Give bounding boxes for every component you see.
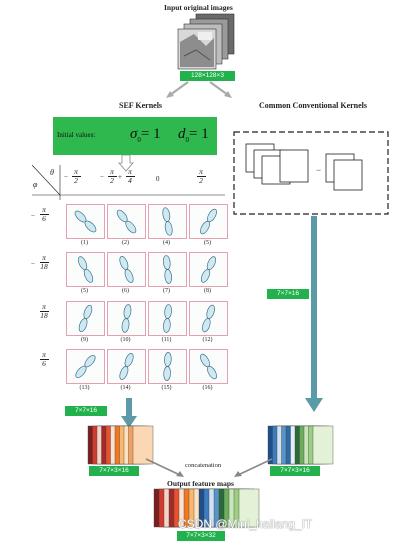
sef-kernels-title: SEF Kernels: [119, 101, 163, 110]
kernel-cell: [189, 349, 228, 384]
theta-symbol: θ: [50, 168, 54, 177]
right-down-arrow: [305, 216, 323, 412]
kernel-label: (15): [161, 385, 172, 391]
d-equation: d0= 1: [178, 126, 209, 144]
kernel-label: (2): [122, 240, 129, 246]
left-down-arrow: [121, 398, 137, 428]
concatenation-arrows: [145, 458, 273, 477]
output-title: Output feature maps: [167, 479, 234, 488]
kernel-label: (6): [122, 288, 129, 294]
kernel-cell: [148, 349, 187, 384]
kernel-label: (5): [81, 288, 88, 294]
kernel-cell: [148, 204, 187, 239]
concatenation-label: concatenation: [185, 462, 222, 469]
kernel-cell: [189, 252, 228, 287]
kernel-label: (4): [163, 240, 170, 246]
conventional-feature-stack: [267, 425, 334, 465]
left-kernel-size-label: 7×7×16: [65, 406, 107, 416]
kernel-label: (1): [81, 240, 88, 246]
kernel-label: (8): [204, 288, 211, 294]
sef-stack-size-label: 7×7×3×16: [89, 466, 139, 476]
kernel-cell: [66, 204, 105, 239]
watermark: CSDN @Mini_hailang_IT: [178, 517, 313, 531]
kernel-cell: [66, 349, 105, 384]
kernel-cell: [189, 301, 228, 336]
kernel-label: (7): [163, 288, 170, 294]
kernel-cell: [107, 349, 146, 384]
kernels-minus-sign: −: [316, 165, 322, 175]
kernel-label: (10): [120, 337, 131, 343]
kernel-cell: [66, 252, 105, 287]
conventional-kernels-box: [233, 131, 389, 215]
col-header-sign: −: [64, 173, 68, 181]
kernel-label: (5): [204, 240, 211, 246]
kernel-cell: [189, 204, 228, 239]
initial-values-label: Initial values:: [57, 131, 96, 139]
box-to-grid-arrow: [118, 155, 134, 172]
kernel-cell: [148, 252, 187, 287]
sef-feature-stack: [87, 425, 154, 465]
kernel-label: (9): [81, 337, 88, 343]
conventional-stack-size-label: 7×7×3×16: [270, 466, 320, 476]
kernel-label: (11): [161, 337, 172, 343]
kernel-label: (14): [120, 385, 131, 391]
kernel-cell: [107, 252, 146, 287]
output-feature-stack: [153, 488, 260, 528]
input-title: Input original images: [164, 3, 233, 12]
row-header-sign: −: [31, 260, 35, 268]
col-header-zero: 0: [156, 175, 160, 183]
col-header-plus: +: [118, 173, 122, 181]
sigma-equation: σ0= 1: [130, 126, 161, 144]
split-arrows: [166, 81, 232, 98]
input-image-stack: [177, 13, 235, 70]
right-kernel-size-label: 7×7×16: [267, 289, 309, 299]
kernel-label: (13): [79, 385, 90, 391]
kernel-label: (16): [202, 385, 213, 391]
kernel-cell: [107, 301, 146, 336]
grid-lines: [31, 164, 225, 200]
kernel-label: (12): [202, 337, 213, 343]
kernel-cell: [66, 301, 105, 336]
output-size-label: 7×7×3×32: [177, 531, 225, 541]
kernel-cell: [148, 301, 187, 336]
row-header-sign: −: [31, 212, 35, 220]
input-size-label: 128×128×3: [180, 71, 235, 81]
col-header-sign: −: [100, 173, 104, 181]
conventional-kernels-title: Common Conventional Kernels: [259, 101, 367, 110]
phi-symbol: φ: [33, 180, 38, 189]
kernel-cell: [107, 204, 146, 239]
initial-values-box: Initial values: σ0= 1 d0= 1: [53, 117, 217, 155]
